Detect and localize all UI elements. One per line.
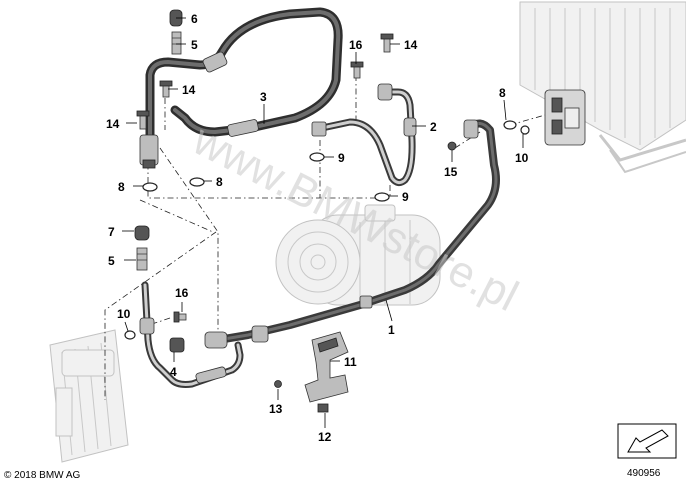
bolt-16-lower (173, 311, 187, 323)
pipe-1 (204, 119, 500, 349)
direction-arrow-box (617, 423, 677, 459)
callout-3: 3 (260, 90, 267, 104)
hose-3-left-fitting (139, 134, 159, 169)
screw-13 (274, 380, 282, 388)
callout-15: 15 (444, 165, 458, 179)
copyright-text: © 2018 BMW AG (4, 470, 81, 481)
condenser-ghost (519, 1, 686, 174)
callout-9-lower: 9 (402, 190, 409, 204)
bolt-14-mid (159, 80, 173, 98)
callout-11: 11 (344, 355, 357, 369)
callout-14-left: 14 (106, 117, 120, 131)
callout-8-left: 8 (118, 180, 125, 194)
callout-8-mid: 8 (216, 175, 223, 189)
callout-14-top-right: 14 (404, 38, 418, 52)
leader-lines (122, 17, 524, 428)
callout-12: 12 (318, 430, 332, 444)
condenser-flange (544, 89, 586, 146)
callout-4: 4 (170, 365, 177, 379)
diagram-number: 490956 (627, 468, 661, 479)
callout-1: 1 (388, 323, 395, 337)
callout-8-right: 8 (499, 86, 506, 100)
callout-7: 7 (108, 225, 115, 239)
bolt-14-top (380, 33, 394, 53)
valve-core-5-left (136, 247, 148, 271)
callout-2: 2 (430, 120, 437, 134)
callouts: 6 5 16 14 14 3 14 2 8 9 8 8 9 10 15 7 5 … (106, 12, 529, 444)
nut-12 (317, 403, 329, 413)
seal-rings (124, 120, 530, 340)
evaporator-ghost (49, 329, 129, 463)
callout-16-top: 16 (349, 38, 363, 52)
bolt-14-left (136, 110, 150, 130)
callout-16-lower: 16 (175, 286, 189, 300)
callout-10-left: 10 (117, 307, 131, 321)
ac-compressor-ghost (275, 204, 441, 306)
bolt-16-top (350, 61, 364, 79)
direction-arrow-icon (627, 429, 669, 453)
reference-lines (104, 75, 546, 400)
callout-10-right: 10 (515, 151, 529, 165)
callout-5-top: 5 (191, 38, 198, 52)
pipe-2 (311, 83, 417, 187)
callout-9-upper: 9 (338, 151, 345, 165)
bracket-11 (304, 331, 349, 403)
hose-3 (145, 7, 343, 150)
valve-core-5-top (171, 31, 182, 55)
valve-cap-7 (134, 225, 150, 241)
bolt-15 (447, 141, 457, 151)
callout-14-mid: 14 (182, 83, 196, 97)
pipe-4 (139, 281, 244, 388)
callout-13: 13 (269, 402, 283, 416)
callout-5-left: 5 (108, 254, 115, 268)
callout-6: 6 (191, 12, 198, 26)
